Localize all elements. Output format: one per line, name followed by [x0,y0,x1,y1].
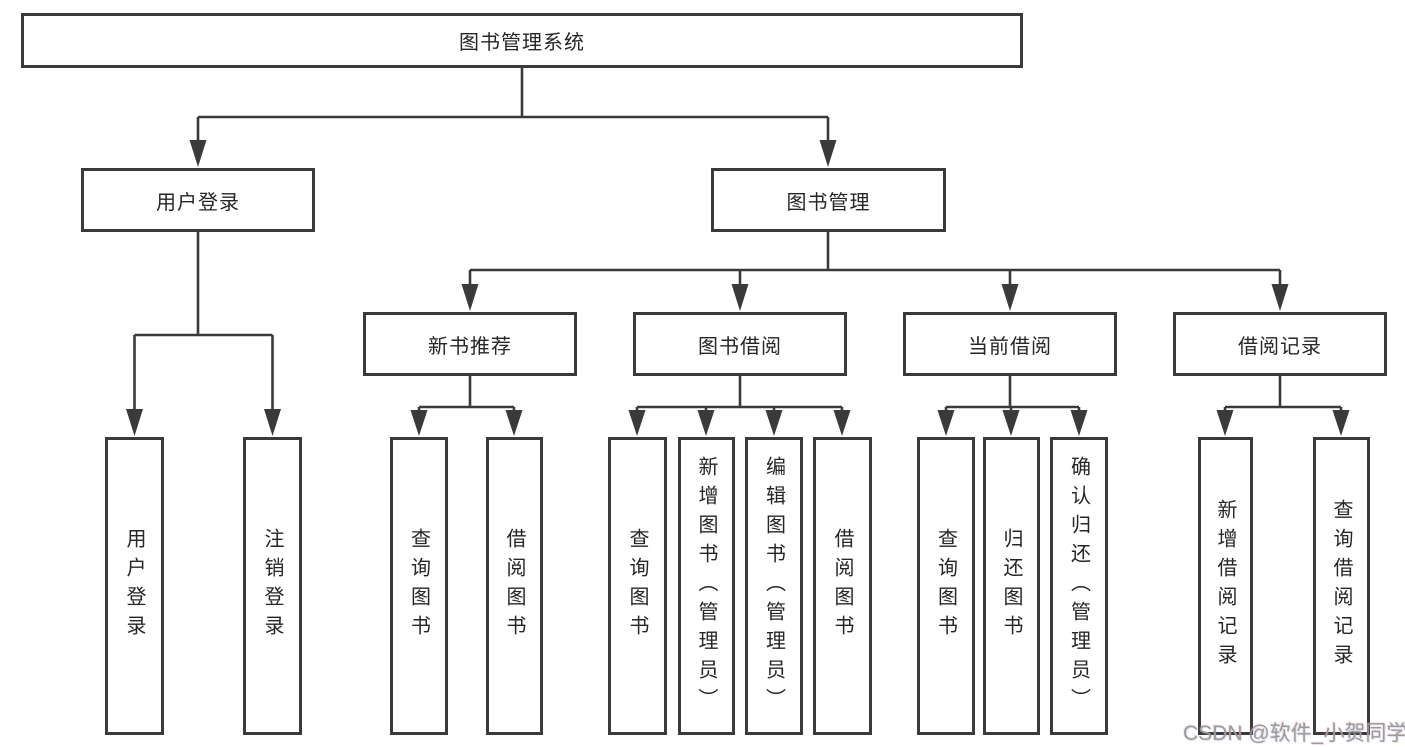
node-query-borrow-record: 查询借阅记录 [1313,437,1370,735]
node-borrow-records: 借阅记录 [1173,312,1387,376]
connector-book-management-children [461,232,1289,311]
node-add-borrow-record: 新增借阅记录 [1198,437,1253,735]
node-current-borrowing: 当前借阅 [903,312,1117,376]
connector-current-borrowing-children [937,376,1088,436]
node-confirm-return-admin: 确认归还（管理员） [1050,437,1108,735]
node-query-books-recommend: 查询图书 [390,437,448,735]
node-return-books: 归还图书 [983,437,1040,735]
csdn-watermark: CSDN @软件_小贺同学 [1183,722,1405,745]
node-user-login: 用户登录 [81,168,315,232]
node-borrow-books-recommend: 借阅图书 [486,437,543,735]
node-book-management: 图书管理 [711,168,946,232]
node-library-management-system: 图书管理系统 [21,13,1023,68]
connector-borrow-records-children [1216,376,1350,436]
node-new-book-recommend: 新书推荐 [363,312,577,376]
node-leaf-logout: 注销登录 [243,437,302,735]
node-query-books-borrowing: 查询图书 [608,437,667,735]
connector-new-book-recommend-children [410,376,523,436]
node-leaf-user-login: 用户登录 [105,437,164,735]
node-add-books-admin: 新增图书（管理员） [678,437,735,735]
node-query-books-current: 查询图书 [917,437,975,735]
node-borrow-books-borrowing: 借阅图书 [813,437,872,735]
connector-root-to-level2 [189,68,837,167]
connector-user-login-children [126,232,281,436]
node-edit-books-admin: 编辑图书（管理员） [745,437,803,735]
node-book-borrowing: 图书借阅 [633,312,847,376]
connector-book-borrowing-children [628,376,851,436]
